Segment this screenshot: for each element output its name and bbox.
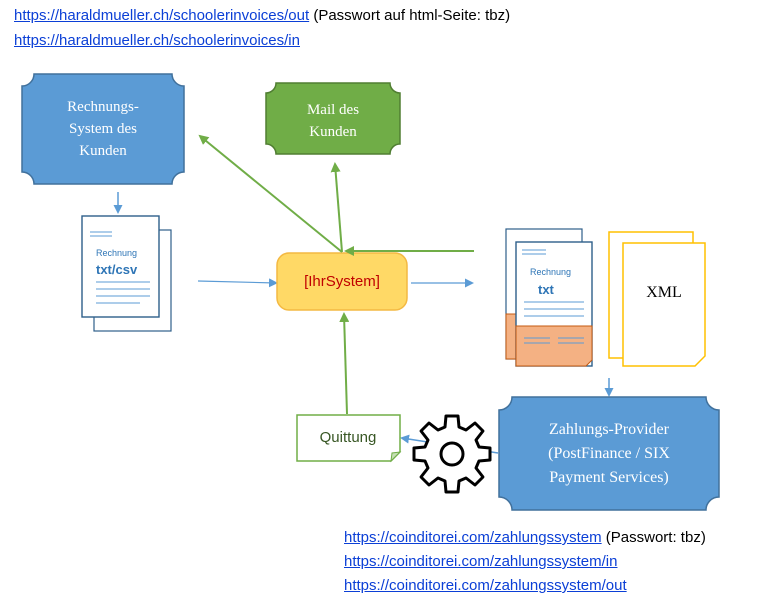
link-line-zahlungssystem-in: https://coinditorei.com/zahlungssystem/i… (344, 553, 617, 570)
receipt-document: Quittung (296, 414, 402, 463)
zahlungssystem-in-link[interactable]: https://coinditorei.com/zahlungssystem/i… (344, 553, 618, 570)
xml-label: XML (646, 284, 682, 301)
link-line-zahlungssystem-out: https://coinditorei.com/zahlungssystem/o… (344, 577, 627, 594)
invoice-out-title: Rechnung (530, 267, 571, 277)
billing-system-line-3: Kunden (79, 143, 127, 159)
schoolerinvoices-out-link[interactable]: https://haraldmueller.ch/schoolerinvoice… (14, 7, 310, 24)
invoice-out-document: Rechnung txt (505, 228, 593, 367)
payment-provider-line-3: Payment Services) (549, 469, 669, 486)
billing-system-line-2: System des (69, 121, 137, 137)
zahlungssystem-link[interactable]: https://coinditorei.com/zahlungssystem (344, 529, 602, 546)
customer-mail-line-1: Mail des (307, 102, 359, 118)
billing-system-line-1: Rechnungs- (67, 99, 139, 115)
payment-provider-line-2: (PostFinance / SIX (548, 445, 670, 462)
xml-document: XML (608, 231, 706, 367)
link-line-out: https://haraldmueller.ch/schoolerinvoice… (14, 7, 510, 24)
zahlungssystem-password-note: (Passwort: tbz) (601, 529, 706, 546)
payment-provider-node: Zahlungs-Provider (PostFinance / SIX Pay… (498, 396, 720, 511)
your-system-label: [IhrSystem] (304, 273, 380, 290)
password-note: (Passwort auf html-Seite: tbz) (309, 7, 511, 24)
your-system-node: [IhrSystem] (276, 252, 408, 311)
customer-mail-line-2: Kunden (309, 124, 357, 140)
payment-provider-line-1: Zahlungs-Provider (549, 421, 670, 438)
customer-mail-node: Mail des Kunden (265, 82, 401, 155)
zahlungssystem-out-link[interactable]: https://coinditorei.com/zahlungssystem/o… (344, 577, 627, 594)
invoice-txt-title: Rechnung (96, 248, 137, 258)
receipt-label: Quittung (320, 429, 377, 446)
billing-system-node: Rechnungs- System des Kunden (21, 73, 185, 185)
link-line-zahlungssystem: https://coinditorei.com/zahlungssystem (… (344, 529, 706, 546)
invoice-txt-format: txt/csv (96, 262, 138, 277)
invoice-txt-document: Rechnung txt/csv (81, 215, 172, 332)
invoice-out-format: txt (538, 282, 555, 297)
receipt-to-system-arrow (339, 312, 350, 415)
link-line-in: https://haraldmueller.ch/schoolerinvoice… (14, 32, 300, 49)
invoice-to-system-arrow (197, 278, 278, 288)
system-to-billing-arrow (198, 134, 343, 253)
schoolerinvoices-in-link[interactable]: https://haraldmueller.ch/schoolerinvoice… (14, 32, 300, 49)
system-to-mail-arrow (330, 162, 343, 253)
gear-icon (412, 414, 492, 494)
